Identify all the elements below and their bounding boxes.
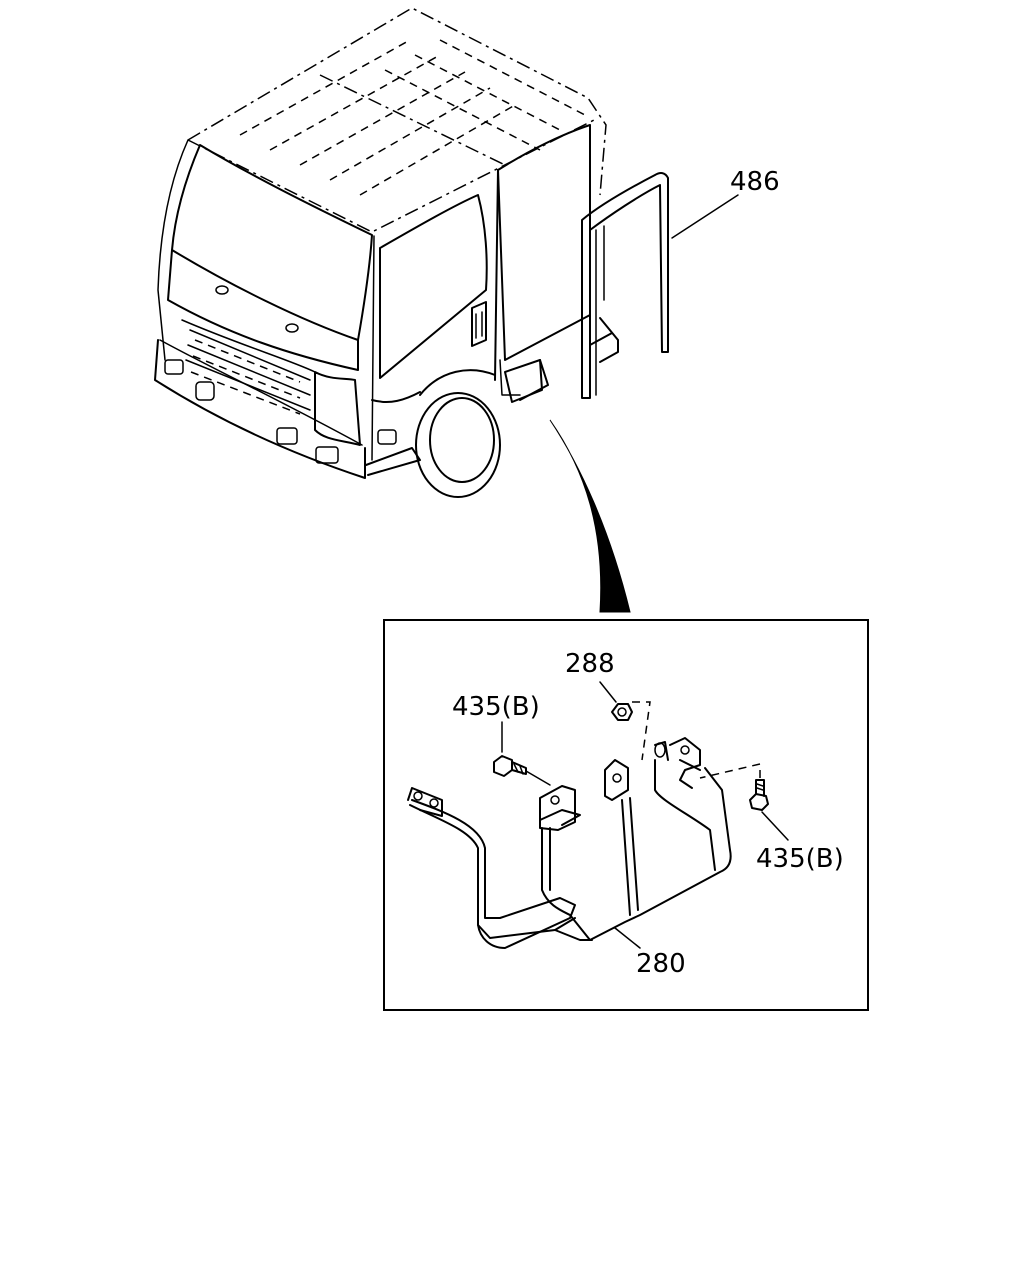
label-486: 486	[730, 167, 780, 197]
label-280: 280	[636, 949, 686, 979]
nut-part	[611, 701, 651, 761]
leader-lines	[501, 194, 789, 949]
truck-cab-illustration	[154, 7, 669, 498]
bolt-part-right	[699, 763, 769, 811]
detail-frame	[383, 619, 869, 1011]
label-435b-upper: 435(B)	[452, 692, 540, 722]
step-bracket-assembly	[407, 737, 732, 949]
callout-arrow	[549, 419, 631, 613]
label-288: 288	[565, 649, 615, 679]
label-435b-right: 435(B)	[756, 844, 844, 874]
bolt-part-upper	[493, 755, 551, 786]
